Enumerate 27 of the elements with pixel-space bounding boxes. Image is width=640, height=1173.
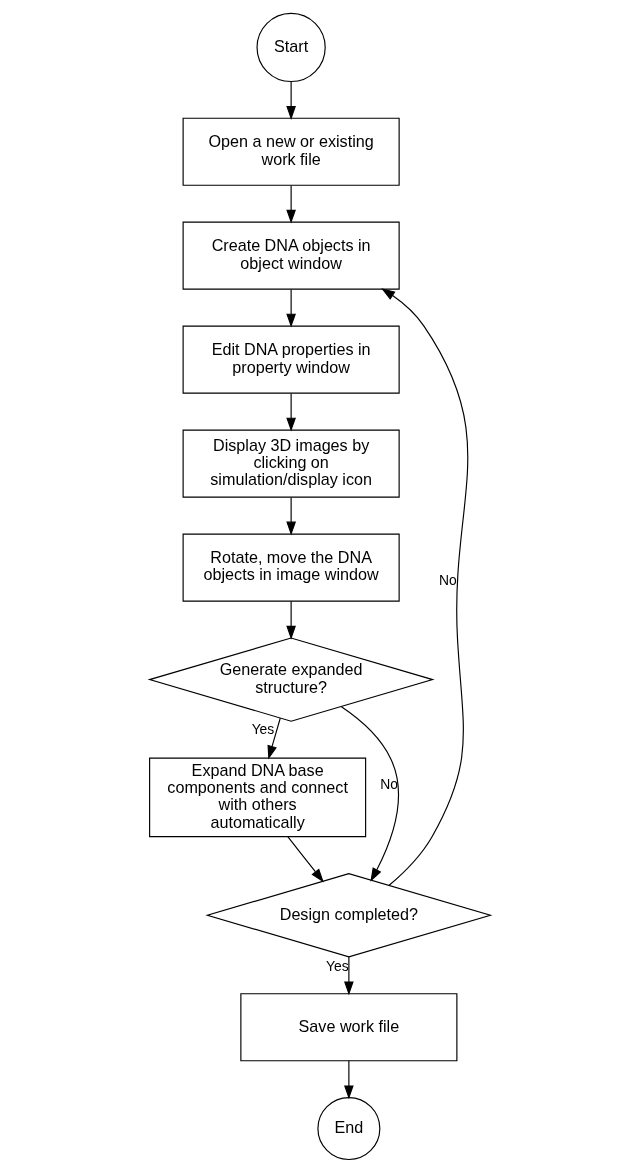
arrow	[286, 185, 296, 224]
edge-label: Yes	[326, 957, 349, 974]
node-circle: Start	[256, 12, 326, 83]
arrow	[286, 600, 296, 640]
arrow	[267, 717, 281, 760]
arrow	[286, 288, 296, 328]
arrow	[286, 392, 296, 432]
node-box: Create DNA objects in object window	[182, 221, 400, 290]
node-circle: End	[317, 1097, 381, 1161]
arrow	[381, 288, 469, 886]
node-box: Edit DNA properties in property window	[182, 325, 400, 394]
edge-label: Yes	[251, 721, 275, 738]
arrow	[344, 956, 354, 996]
arrow	[287, 836, 324, 883]
arrow	[286, 80, 296, 120]
node-diamond: Generate expanded structure?	[147, 637, 435, 722]
node-box: Open a new or existing work file	[182, 117, 400, 186]
node-box: Rotate, move the DNA objects in image window	[182, 533, 400, 602]
node-box: Display 3D images by clicking on simulation/display icon	[182, 429, 400, 498]
node-box: Expand DNA base components and connect with others automatically	[149, 757, 367, 838]
arrow	[344, 1060, 354, 1100]
node-diamond: Design completed?	[205, 873, 493, 958]
arrow	[286, 496, 296, 536]
node-box: Save work file	[240, 993, 458, 1062]
edge-label: No	[439, 572, 457, 589]
arrow	[340, 706, 399, 882]
edge-label: No	[380, 775, 398, 792]
